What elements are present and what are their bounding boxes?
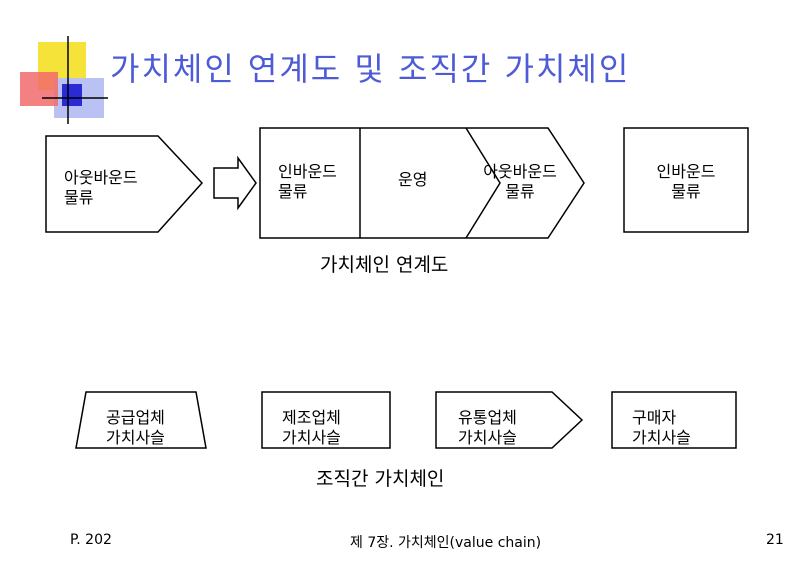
chain-step3-label: 아웃바운드 물류 — [472, 162, 568, 202]
manufacturer-line2: 가치사슬 — [282, 428, 341, 448]
buyer-line2: 가치사슬 — [632, 428, 691, 448]
logo-blue-square — [62, 84, 82, 106]
right-box-label: 인바운드 물류 — [636, 162, 736, 202]
logo-red-square — [20, 72, 58, 106]
manufacturer-label: 제조업체 가치사슬 — [282, 408, 341, 448]
supplier-line1: 공급업체 — [106, 408, 165, 428]
chain-step3-line2: 물류 — [472, 182, 568, 202]
distributor-line1: 유통업체 — [458, 408, 517, 428]
left-box-line2: 물류 — [64, 188, 138, 208]
chain-step2-label: 운영 — [398, 170, 427, 190]
diagram1-caption: 가치체인 연계도 — [320, 250, 448, 277]
left-box-line1: 아웃바운드 — [64, 168, 138, 188]
buyer-label: 구매자 가치사슬 — [632, 408, 691, 448]
chain-step2-line1: 운영 — [398, 170, 427, 190]
right-box-line1: 인바운드 — [636, 162, 736, 182]
distributor-label: 유통업체 가치사슬 — [458, 408, 517, 448]
buyer-line1: 구매자 — [632, 408, 691, 428]
chain-step1-label: 인바운드 물류 — [278, 162, 337, 202]
chain-step3-line1: 아웃바운드 — [472, 162, 568, 182]
manufacturer-line1: 제조업체 — [282, 408, 341, 428]
supplier-line2: 가치사슬 — [106, 428, 165, 448]
slide-logo — [20, 36, 108, 124]
distributor-line2: 가치사슬 — [458, 428, 517, 448]
supplier-label: 공급업체 가치사슬 — [106, 408, 165, 448]
footer-page-ref: P. 202 — [70, 532, 112, 548]
chain-step1-line1: 인바운드 — [278, 162, 337, 182]
left-box-label: 아웃바운드 물류 — [64, 168, 138, 208]
right-box-line2: 물류 — [636, 182, 736, 202]
diagram2-caption: 조직간 가치체인 — [316, 464, 444, 491]
footer-chapter: 제 7장. 가치체인(value chain) — [350, 532, 541, 552]
slide-title: 가치체인 연계도 및 조직간 가치체인 — [110, 44, 630, 90]
flow-arrow — [214, 158, 256, 208]
footer-page-number: 21 — [766, 532, 784, 548]
chain-step1-line2: 물류 — [278, 182, 337, 202]
